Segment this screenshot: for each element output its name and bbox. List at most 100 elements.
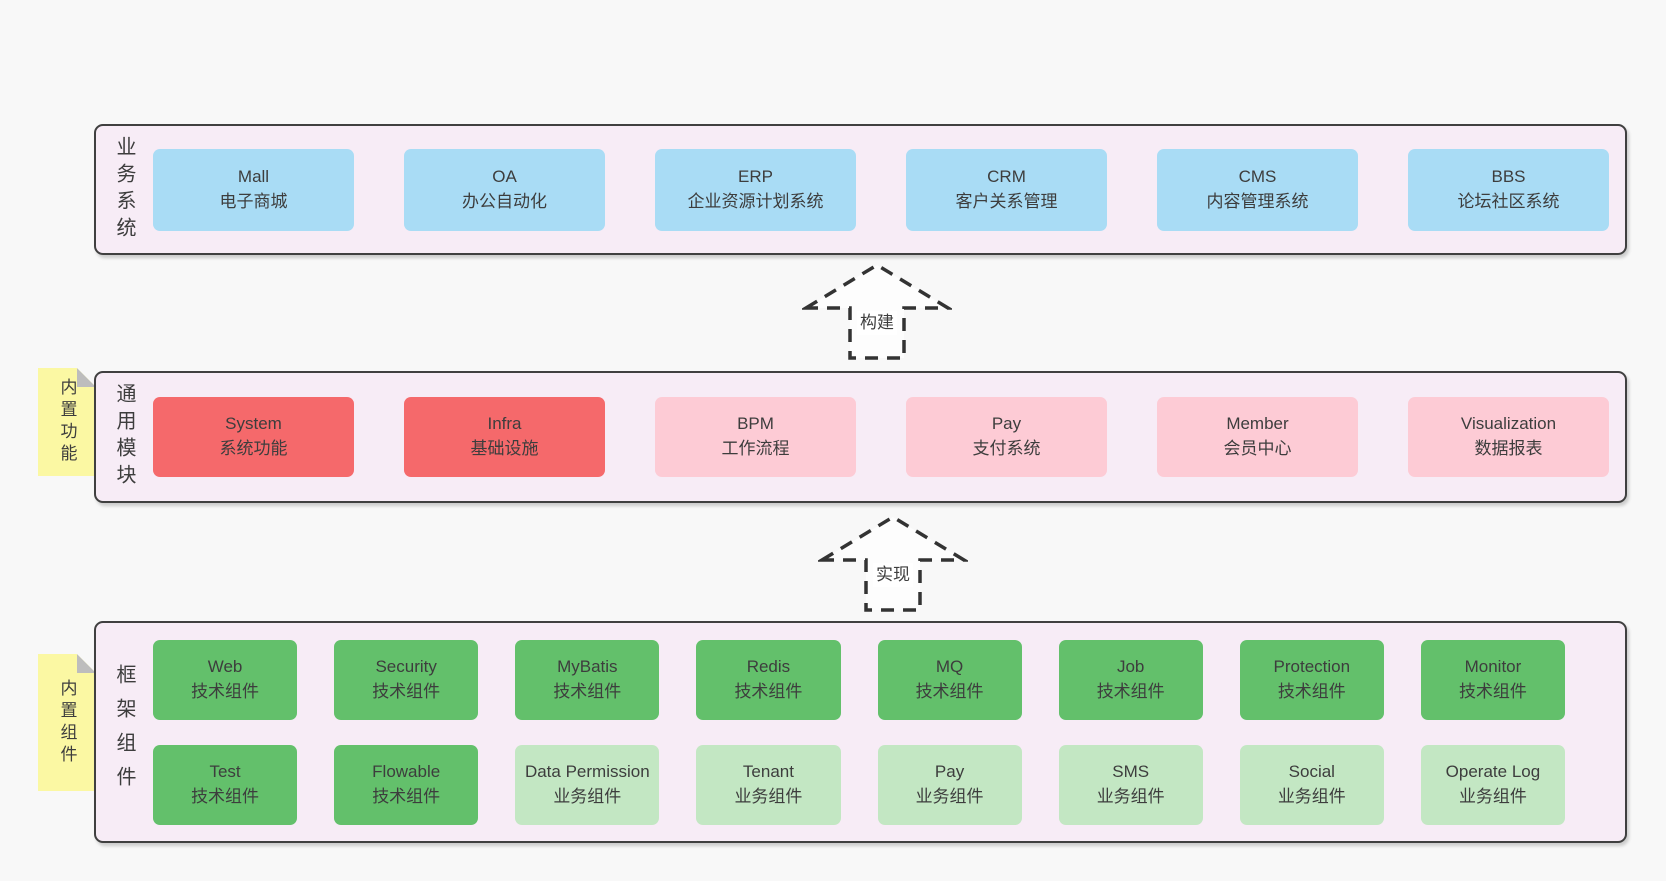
box-title: MQ: [935, 656, 964, 676]
box-title: Member: [1226, 414, 1289, 434]
box-subtitle: 业务组件: [553, 786, 622, 806]
box-subtitle: 技术组件: [1458, 681, 1527, 701]
module-box-visualization: Visualization 数据报表: [1408, 397, 1609, 477]
component-box-pay: Pay 业务组件: [877, 744, 1022, 825]
component-box-tenant: Tenant 业务组件: [696, 744, 841, 825]
component-box-data-permission: Data Permission 业务组件: [515, 744, 660, 825]
sticky-note-built-in-features: 内置功能: [38, 368, 96, 476]
box-subtitle: 技术组件: [553, 681, 622, 701]
box-subtitle: 系统功能: [219, 439, 288, 458]
box-subtitle: 业务组件: [734, 786, 803, 806]
biz-box-oa: OA 办公自动化: [404, 148, 605, 231]
layer-title-vertical: 框架组件: [113, 664, 135, 800]
box-subtitle: 业务组件: [1096, 786, 1165, 806]
box-title: OA: [492, 166, 517, 186]
build-arrow-label: 构建: [857, 311, 897, 335]
component-box-job: Job 技术组件: [1058, 639, 1203, 720]
module-box-system: System 系统功能: [153, 397, 354, 477]
box-title: MyBatis: [557, 656, 618, 676]
box-subtitle: 办公自动化: [462, 191, 547, 211]
box-subtitle: 会员中心: [1223, 439, 1292, 458]
module-box-member: Member 会员中心: [1157, 397, 1358, 477]
box-title: Monitor: [1464, 656, 1522, 676]
component-box-test: Test 技术组件: [153, 744, 298, 825]
box-subtitle: 业务组件: [915, 786, 984, 806]
box-title: SMS: [1112, 761, 1150, 781]
component-box-web: Web 技术组件: [153, 639, 298, 720]
sticky-note-label: 内置功能: [57, 378, 77, 466]
layer-business-systems: 业务系统 Mall 电子商城 OA 办公自动化 ERP 企业资源计划系统 CRM…: [94, 124, 1627, 255]
box-title: Mall: [237, 166, 270, 186]
box-title: Protection: [1273, 656, 1351, 676]
box-title: Pay: [934, 761, 965, 781]
box-subtitle: 技术组件: [191, 681, 260, 701]
box-subtitle: 客户关系管理: [955, 191, 1058, 211]
box-title: Tenant: [742, 761, 794, 781]
box-title: Job: [1116, 656, 1145, 676]
box-subtitle: 技术组件: [372, 681, 441, 701]
box-subtitle: 技术组件: [372, 786, 441, 806]
box-subtitle: 数据报表: [1474, 439, 1543, 458]
biz-box-erp: ERP 企业资源计划系统: [655, 148, 856, 231]
box-title: BBS: [1491, 166, 1526, 186]
box-subtitle: 基础设施: [470, 439, 539, 458]
box-title: CMS: [1238, 166, 1277, 186]
box-title: Data Permission: [524, 761, 650, 781]
component-box-flowable: Flowable 技术组件: [334, 744, 479, 825]
component-box-operate-log: Operate Log 业务组件: [1420, 744, 1565, 825]
box-subtitle: 论坛社区系统: [1457, 191, 1560, 211]
box-subtitle: 技术组件: [191, 786, 260, 806]
box-title: System: [225, 414, 282, 434]
box-title: ERP: [738, 166, 773, 186]
component-box-redis: Redis 技术组件: [696, 639, 841, 720]
layer-common-modules: 通用模块 System 系统功能 Infra 基础设施 BPM 工作流程 Pay…: [94, 371, 1627, 503]
component-box-social: Social 业务组件: [1239, 744, 1384, 825]
box-title: Security: [375, 656, 437, 676]
box-title: Visualization: [1460, 414, 1557, 434]
layer-title-vertical: 业务系统: [113, 135, 135, 244]
box-subtitle: 工作流程: [721, 439, 790, 458]
box-title: BPM: [737, 414, 774, 434]
box-subtitle: 支付系统: [972, 439, 1041, 458]
layer-framework-components: 框架组件 Web 技术组件 Security 技术组件 MyBatis 技术组件…: [94, 621, 1627, 843]
box-title: Flowable: [372, 761, 441, 781]
sticky-note-label: 内置组件: [57, 678, 77, 767]
component-box-protection: Protection 技术组件: [1239, 639, 1384, 720]
build-arrow: 构建: [802, 262, 952, 362]
box-title: CRM: [987, 166, 1026, 186]
box-subtitle: 技术组件: [1277, 681, 1346, 701]
box-title: Redis: [746, 656, 791, 676]
biz-box-crm: CRM 客户关系管理: [906, 148, 1107, 231]
implement-arrow: 实现: [818, 514, 968, 614]
box-subtitle: 企业资源计划系统: [687, 191, 824, 211]
box-title: Test: [209, 761, 241, 781]
box-subtitle: 技术组件: [915, 681, 984, 701]
box-subtitle: 内容管理系统: [1206, 191, 1309, 211]
box-subtitle: 技术组件: [734, 681, 803, 701]
box-subtitle: 业务组件: [1277, 786, 1346, 806]
component-box-mq: MQ 技术组件: [877, 639, 1022, 720]
implement-arrow-label: 实现: [873, 563, 913, 587]
biz-box-mall: Mall 电子商城: [153, 148, 354, 231]
component-box-security: Security 技术组件: [334, 639, 479, 720]
biz-box-cms: CMS 内容管理系统: [1157, 148, 1358, 231]
box-subtitle: 业务组件: [1458, 786, 1527, 806]
box-title: Infra: [487, 414, 522, 434]
layer-title-vertical: 通用模块: [113, 383, 135, 491]
box-title: Social: [1288, 761, 1335, 781]
box-title: Operate Log: [1445, 761, 1541, 781]
component-box-sms: SMS 业务组件: [1058, 744, 1203, 825]
module-box-pay: Pay 支付系统: [906, 397, 1107, 477]
box-subtitle: 电子商城: [219, 191, 288, 211]
component-box-mybatis: MyBatis 技术组件: [515, 639, 660, 720]
module-box-bpm: BPM 工作流程: [655, 397, 856, 477]
box-title: Web: [207, 656, 243, 676]
box-subtitle: 技术组件: [1096, 681, 1165, 701]
biz-box-bbs: BBS 论坛社区系统: [1408, 148, 1609, 231]
common-modules-row: System 系统功能 Infra 基础设施 BPM 工作流程 Pay 支付系统…: [153, 373, 1625, 501]
business-systems-row: Mall 电子商城 OA 办公自动化 ERP 企业资源计划系统 CRM 客户关系…: [153, 126, 1625, 253]
box-title: Pay: [991, 414, 1022, 434]
module-box-infra: Infra 基础设施: [404, 397, 605, 477]
framework-components-grid: Web 技术组件 Security 技术组件 MyBatis 技术组件 Redi…: [153, 623, 1625, 841]
